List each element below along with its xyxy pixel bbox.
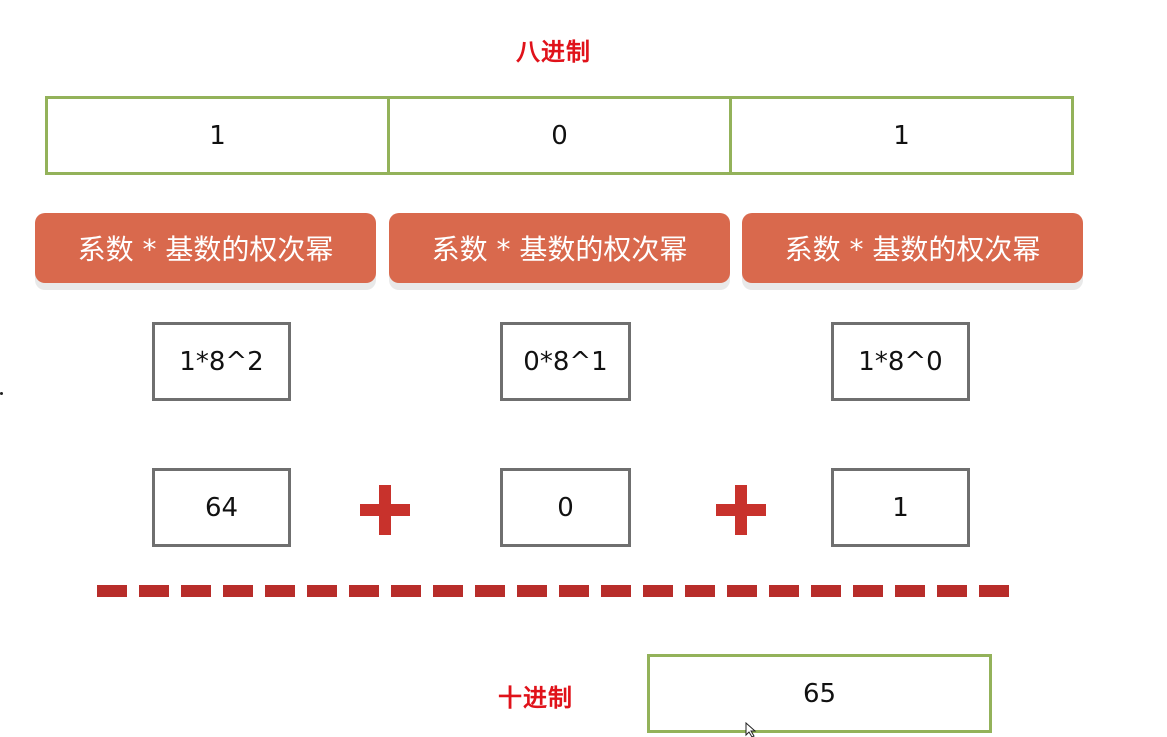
coefficient-label-box: 系数 * 基数的权次幂: [742, 213, 1083, 283]
stray-dot: [0, 392, 3, 395]
octal-digit-cell: 1: [48, 99, 390, 172]
expression-box: 1*8^0: [831, 322, 970, 401]
value-box: 64: [152, 468, 291, 547]
octal-digit-cell: 1: [893, 120, 910, 151]
octal-digit-cell: 0: [390, 99, 732, 172]
coefficient-label-box: 系数 * 基数的权次幂: [35, 213, 376, 283]
octal-digit-row: 1 0 1: [45, 96, 1074, 175]
sum-divider-line: [97, 585, 1014, 597]
plus-icon: [716, 485, 766, 535]
coefficient-label-box: 系数 * 基数的权次幂: [389, 213, 730, 283]
decimal-label: 十进制: [498, 684, 573, 712]
decimal-result-box: 65: [647, 654, 992, 733]
expression-box: 1*8^2: [152, 322, 291, 401]
octal-title: 八进制: [516, 38, 591, 66]
cursor-icon: [745, 722, 757, 737]
expression-box: 0*8^1: [500, 322, 631, 401]
value-box: 0: [500, 468, 631, 547]
plus-icon: [360, 485, 410, 535]
value-box: 1: [831, 468, 970, 547]
